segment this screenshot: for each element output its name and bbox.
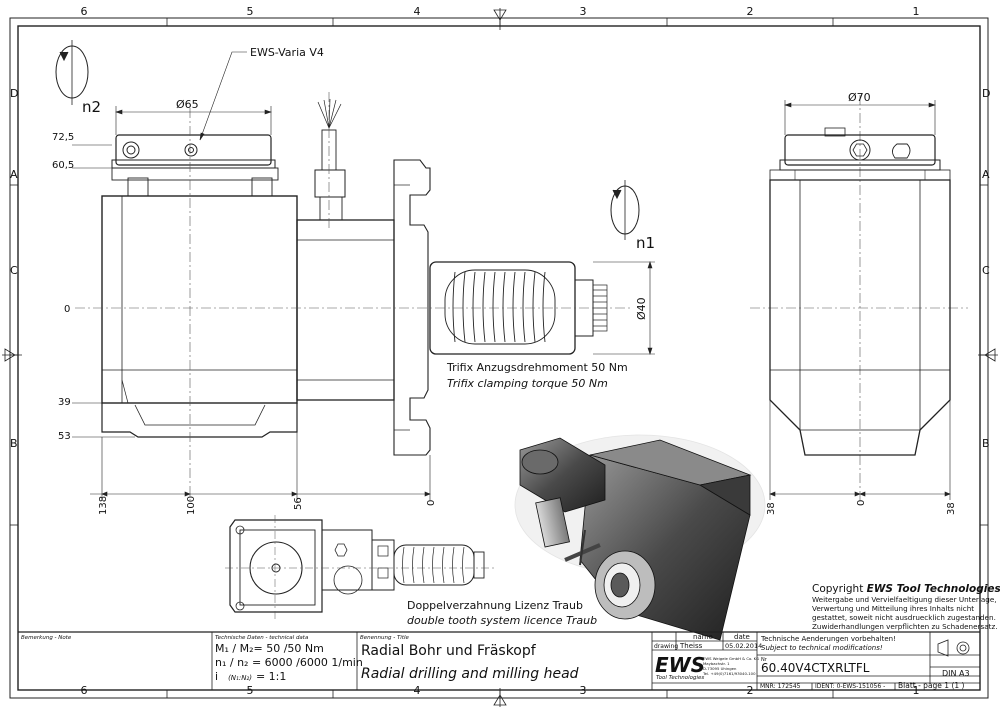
front-view [769, 100, 951, 500]
dim-60-5: 60,5 [52, 160, 74, 171]
col-label-5-bottom: 5 [247, 684, 254, 697]
col-label-2: 2 [747, 5, 754, 18]
dim-56: 56 [293, 497, 304, 510]
ratio-value: i(N₁:N₂)= 1:1 [215, 670, 286, 683]
frame-column-labels: 6 5 4 3 2 1 6 5 4 3 2 1 [81, 5, 920, 697]
dim-zero-right: 0 [856, 500, 867, 506]
rotation-arrow-icon [55, 40, 89, 105]
dim-d70: Ø70 [848, 91, 871, 104]
din-format: DIN A3 [942, 669, 970, 678]
ews-logo: EWS Tool Technologies [655, 653, 705, 681]
row-label-a: A [10, 168, 18, 181]
svg-text:EWS: EWS [655, 653, 705, 677]
col-label-4: 4 [414, 5, 421, 18]
trifix-english: Trifix clamping torque 50 Nm [447, 377, 608, 390]
side-view [55, 40, 640, 456]
company-address: EWS Weigele GmbH & Co. KG [703, 656, 759, 661]
col-label-1-bottom: 1 [913, 684, 920, 697]
dim-100: 100 [186, 496, 197, 515]
mnr-number: MNR: 172545 [760, 683, 801, 690]
title-english: Radial drilling and milling head [361, 666, 579, 682]
col-label-2-bottom: 2 [747, 684, 754, 697]
rotation-arrow-icon [610, 180, 640, 240]
drawing-frame [2, 8, 998, 707]
trifix-german: Trifix Anzugsdrehmoment 50 Nm [446, 361, 628, 374]
dim-39: 39 [58, 397, 71, 408]
row-label-d-right: D [982, 87, 990, 100]
copyright-line: gestattet, soweit nicht ausdruecklich zu… [812, 613, 996, 622]
dim-72-5: 72,5 [52, 132, 74, 143]
speed-value: n₁ / n₂ = 6000 /6000 1/min [215, 656, 363, 669]
col-name-header: name [693, 633, 713, 641]
projection-symbol-icon [937, 639, 970, 657]
row-label-c-right: C [982, 264, 990, 277]
tech-data-label: Technische Daten - technical data [215, 635, 309, 641]
copyright-title: Copyright EWS Tool Technologies [812, 583, 1000, 595]
dim-d40: Ø40 [635, 297, 648, 320]
changes-english: Subject to technical modifications! [761, 644, 883, 652]
changes-german: Technische Aenderungen vorbehalten! [760, 635, 896, 643]
svg-text:Tool Technologies: Tool Technologies [656, 675, 704, 681]
dim-53: 53 [58, 431, 71, 442]
copyright-line: Weitergabe und Vervielfaeltigung dieser … [812, 595, 997, 604]
copyright-line: Verwertung und Mitteilung ihres Inhalts … [812, 604, 974, 613]
sheet-page: Blatt - page 1 (1 ) [898, 681, 965, 690]
company-address: Tel. +49(0)7161/93040-100 [702, 671, 756, 676]
dim-zero-bottom: 0 [426, 500, 437, 506]
drawn-date: 05.02.2014 [725, 642, 762, 650]
copyright-line: Zuwiderhandlungen verpflichten zu Schade… [812, 622, 998, 631]
double-tooth-english: double tooth system licence Traub [407, 614, 597, 627]
row-label-c: C [10, 264, 18, 277]
dim-38-right: 38 [946, 502, 957, 515]
col-label-6-bottom: 6 [81, 684, 88, 697]
double-tooth-german: Doppelverzahnung Lizenz Traub [407, 599, 583, 612]
title-block-text: Bemerkung - Note Technische Daten - tech… [21, 633, 970, 690]
col-label-1: 1 [913, 5, 920, 18]
drawing-labels: EWS-Varia V4 n2 n1 Ø65 Ø70 Ø40 72,5 60,5… [52, 46, 1000, 631]
nr-label: Nr [761, 657, 768, 663]
n2-label: n2 [82, 98, 101, 116]
detail-view [225, 515, 495, 620]
dim-zero-left: 0 [64, 304, 70, 315]
collet-ribs [444, 269, 556, 345]
varia-label: EWS-Varia V4 [250, 46, 324, 59]
dimension-lines [72, 51, 655, 500]
frame-row-labels: D C B A D C B A [10, 87, 990, 450]
drawn-by: Theiss [679, 642, 703, 650]
title-block [18, 631, 980, 690]
row-label-a-right: A [982, 168, 990, 181]
dim-d65: Ø65 [176, 98, 199, 111]
row-label-b: B [10, 437, 18, 450]
center-lines [75, 92, 968, 500]
dim-138: 138 [98, 496, 109, 515]
col-label-3: 3 [580, 5, 587, 18]
note-label: Bemerkung - Note [21, 635, 72, 641]
title-german: Radial Bohr und Fräskopf [361, 643, 537, 659]
title-label: Benennung - Title [360, 635, 410, 641]
isometric-render [514, 434, 766, 641]
col-label-3-bottom: 3 [580, 684, 587, 697]
torque-value: M₁ / M₂= 50 /50 Nm [215, 642, 324, 655]
n1-label: n1 [636, 234, 655, 252]
dim-38-left: 38 [766, 502, 777, 515]
part-number: 60.40V4CTXRLTFL [761, 661, 870, 675]
col-label-4-bottom: 4 [414, 684, 421, 697]
company-address: D-73095 Uhingen [703, 666, 737, 671]
col-label-5: 5 [247, 5, 254, 18]
row-label-b-right: B [982, 437, 990, 450]
col-date-header: date [734, 633, 750, 641]
row-label-d: D [10, 87, 18, 100]
company-address: Maybachstr. 1 [703, 661, 730, 666]
ident-number: IDENT: 0-EWS-151056 - [815, 683, 885, 690]
col-label-6: 6 [81, 5, 88, 18]
drawing-row-label: drawing [654, 643, 678, 650]
